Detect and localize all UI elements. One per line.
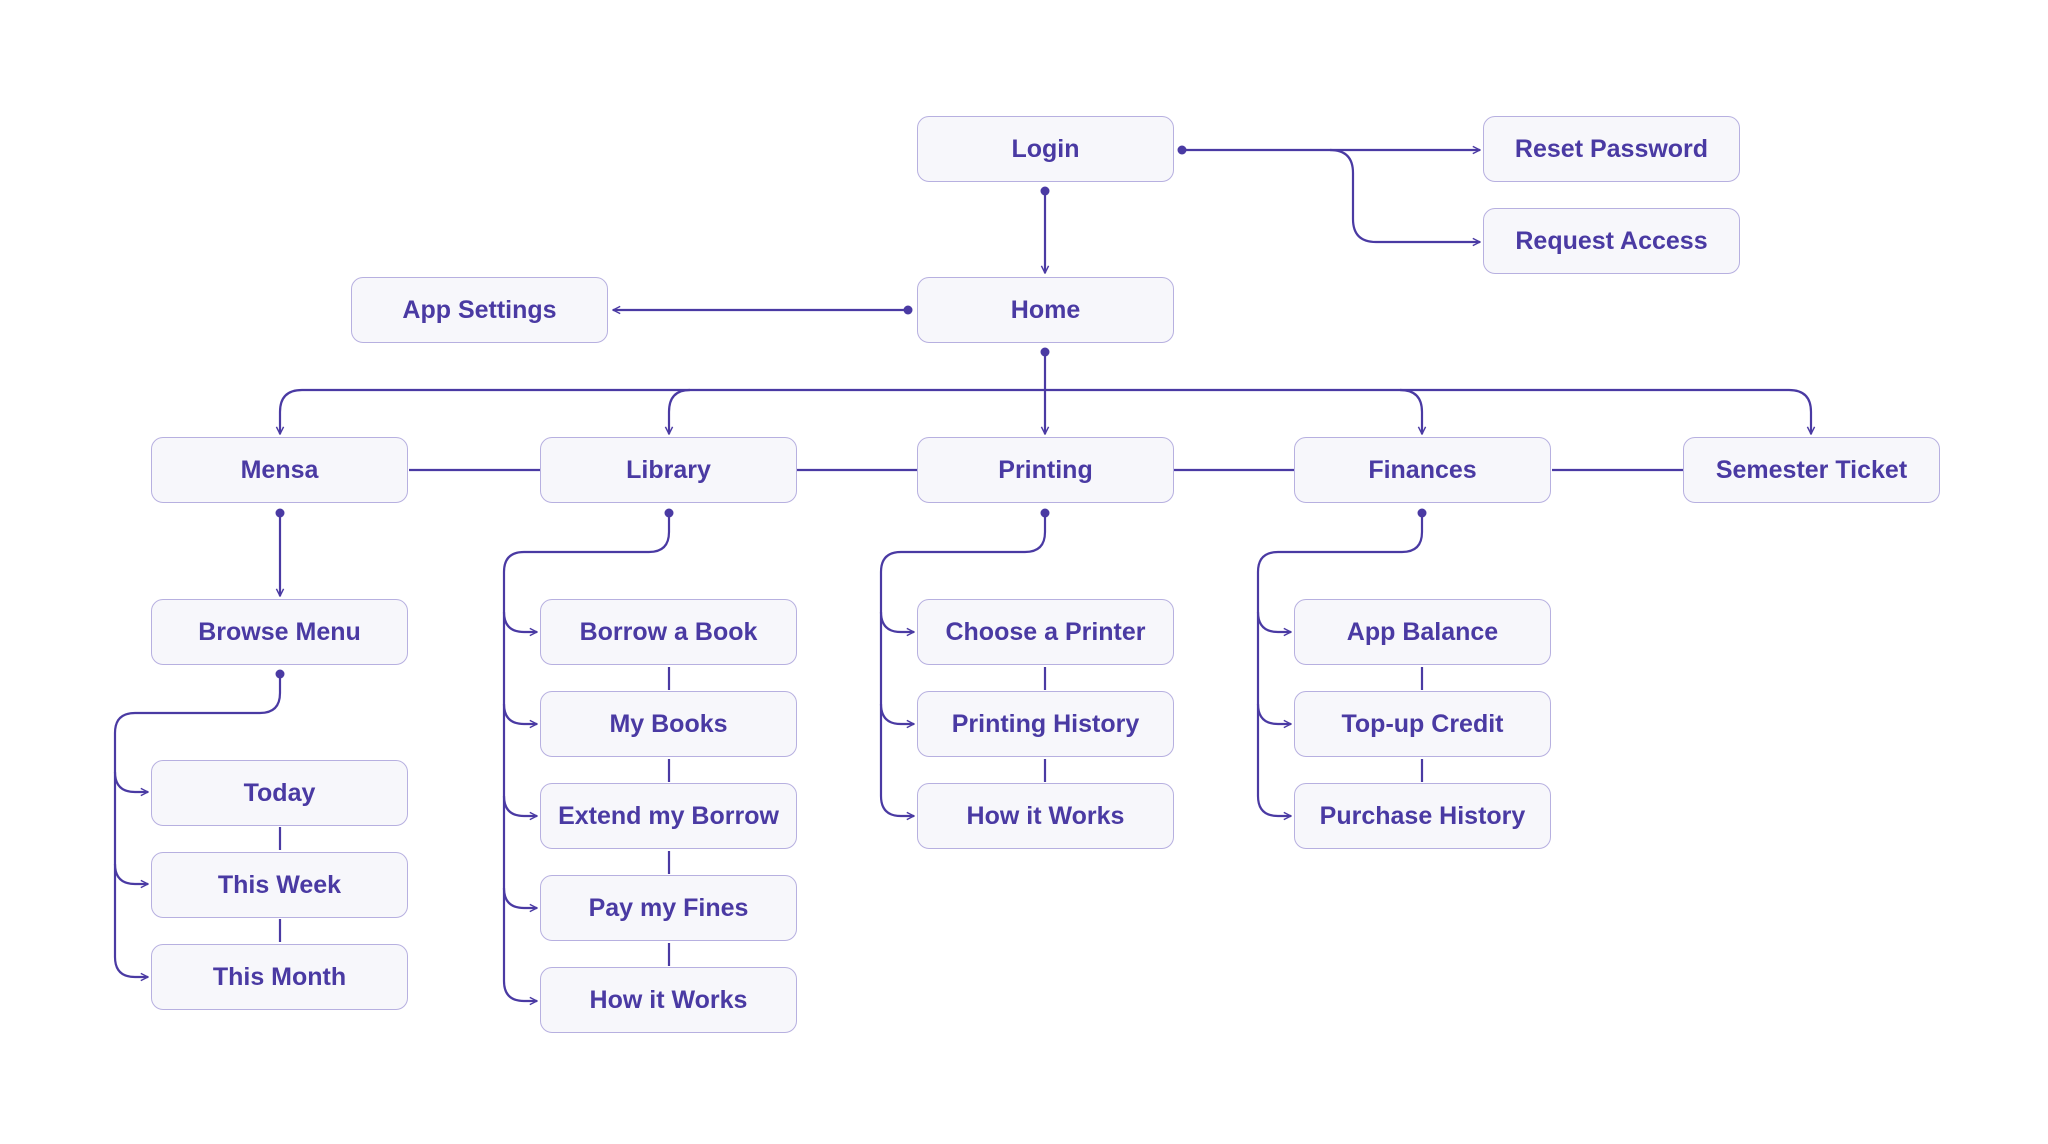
node-home[interactable]: Home [917,277,1174,343]
connector-dot [664,508,674,518]
node-printing-history[interactable]: Printing History [917,691,1174,757]
edge-to-this-week [113,863,148,884]
connector-dot [1417,508,1427,518]
node-mensa[interactable]: Mensa [151,437,408,503]
node-browse-menu[interactable]: Browse Menu [151,599,408,665]
edge-to-extend-my-borrow [502,795,537,816]
connector-dot [1040,186,1050,196]
node-semester-ticket[interactable]: Semester Ticket [1683,437,1940,503]
node-pay-my-fines[interactable]: Pay my Fines [540,875,797,941]
edge-finances-children [1256,513,1424,816]
node-this-week[interactable]: This Week [151,852,408,918]
edge-home-semester-ticket [1400,388,1811,434]
edge-library-children [502,513,671,1001]
connector-dot [275,669,285,679]
edge-browse-menu-children [113,674,282,977]
node-printing-how-it-works[interactable]: How it Works [917,783,1174,849]
edge-home-finances [1045,388,1422,434]
connector-dot [1040,347,1050,357]
node-purchase-history[interactable]: Purchase History [1294,783,1551,849]
edge-login-request-access [1329,148,1480,242]
node-reset-password[interactable]: Reset Password [1483,116,1740,182]
connector-dot [1177,145,1187,155]
edge-to-pay-my-fines [502,887,537,908]
node-this-month[interactable]: This Month [151,944,408,1010]
edge-to-app-balance [1256,611,1291,632]
node-borrow-a-book[interactable]: Borrow a Book [540,599,797,665]
connector-dot [1040,508,1050,518]
node-finances[interactable]: Finances [1294,437,1551,503]
edge-to-today [113,771,148,792]
node-extend-my-borrow[interactable]: Extend my Borrow [540,783,797,849]
node-printing[interactable]: Printing [917,437,1174,503]
node-request-access[interactable]: Request Access [1483,208,1740,274]
node-my-books[interactable]: My Books [540,691,797,757]
edge-printing-children [879,513,1047,816]
node-library[interactable]: Library [540,437,797,503]
edge-to-borrow-a-book [502,611,537,632]
connector-dot [275,508,285,518]
edge-to-choose-a-printer [879,611,914,632]
edge-home-mensa [280,388,1045,434]
edge-to-my-books [502,703,537,724]
node-choose-a-printer[interactable]: Choose a Printer [917,599,1174,665]
edge-home-library [669,388,691,434]
node-app-balance[interactable]: App Balance [1294,599,1551,665]
node-top-up-credit[interactable]: Top-up Credit [1294,691,1551,757]
connector-dot [903,305,913,315]
node-login[interactable]: Login [917,116,1174,182]
node-library-how-it-works[interactable]: How it Works [540,967,797,1033]
edge-to-top-up-credit [1256,703,1291,724]
node-today[interactable]: Today [151,760,408,826]
edge-to-printing-history [879,703,914,724]
node-app-settings[interactable]: App Settings [351,277,608,343]
